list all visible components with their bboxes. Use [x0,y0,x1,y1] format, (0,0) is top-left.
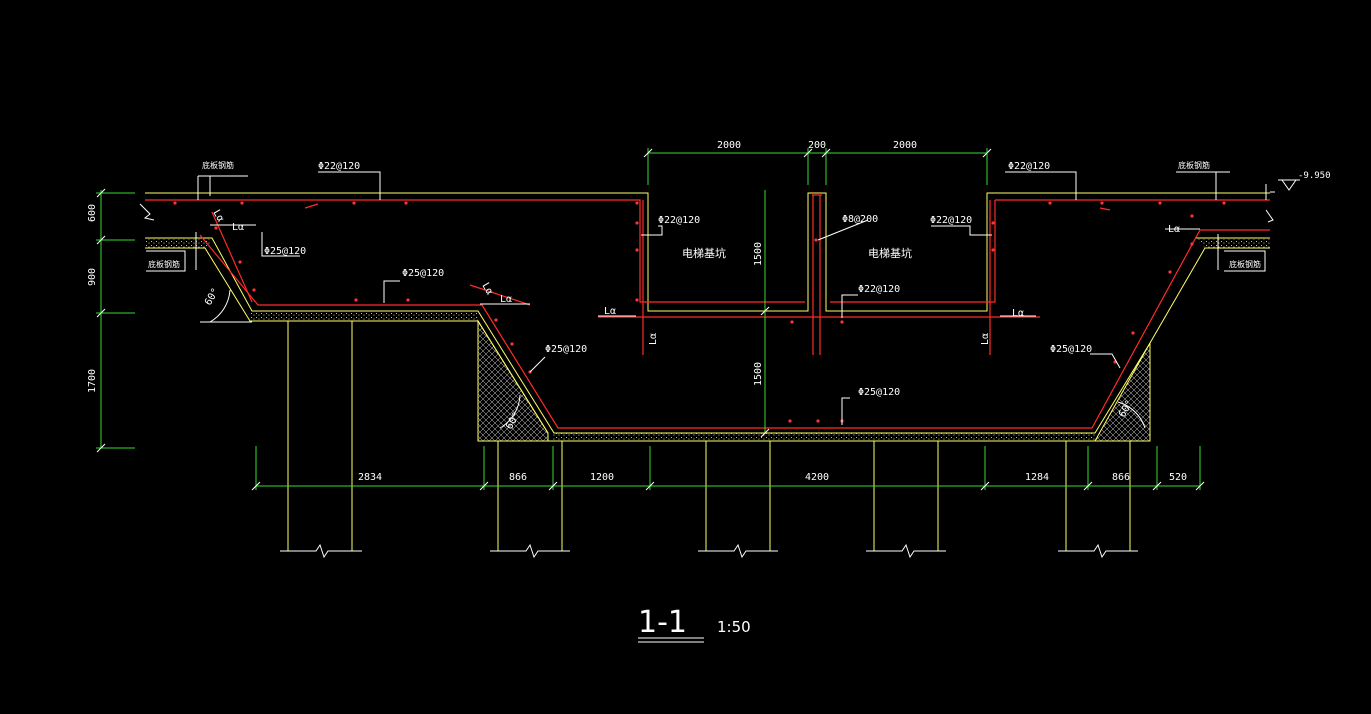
anchor-label: Lα [232,222,244,233]
anchor-label: Lα [1168,224,1180,235]
dim-top-1: 2000 [717,140,741,151]
dim-bottom-1: 2834 [358,472,382,483]
rebar-top-right: Φ22@120 [1008,161,1050,172]
anchor-label: Lα [1012,308,1024,319]
rebar-pit-right: Φ22@120 [930,215,972,226]
concrete-outline [145,192,1270,559]
rebar-slope-left-upper: Φ25@120 [264,246,306,257]
dim-left-1: 600 [87,204,98,222]
anchor-texts: Lα Lα Lα Lα Lα Lα Lα Lα Lα [210,208,1180,345]
dim-bottom-4: 4200 [805,472,829,483]
dim-vert-lower: 1500 [753,362,764,386]
dimension-texts: 2834 866 1200 4200 1284 866 520 2000 200… [87,140,1331,483]
dim-bottom-7: 520 [1169,472,1187,483]
dim-bottom-3: 1200 [590,472,614,483]
rebar-top-left: Φ22@120 [318,161,360,172]
dim-left-3: 1700 [87,369,98,393]
pit-label-right: 电梯基坑 [868,246,912,260]
leader-lines [139,171,1274,429]
slab-label-bottom-left: 底板钢筋 [148,259,180,269]
rebar-bottom-center: Φ25@120 [858,387,900,398]
rebar-slope-left-lower: Φ25@120 [545,344,587,355]
title-block: 1-1 1:50 [638,605,751,643]
rebar-lines [145,194,1270,429]
rebar-texts: Φ22@120 Φ22@120 Φ22@120 Φ22@120 Φ8@200 Φ… [264,161,1092,398]
dim-bottom-2: 866 [509,472,527,483]
section-title: 1-1 [638,605,687,640]
pit-label-left: 电梯基坑 [682,246,726,260]
rebar-step-left: Φ25@120 [402,268,444,279]
anchor-label: Lα [210,208,226,224]
slab-label-top-left: 底板钢筋 [202,160,234,170]
anchor-label: Lα [500,294,512,305]
rebar-slope-right: Φ25@120 [1050,344,1092,355]
slab-texts: 底板钢筋 底板钢筋 底板钢筋 底板钢筋 [148,160,1261,269]
pit-texts: 电梯基坑 电梯基坑 [682,246,912,260]
dimension-lines [96,148,1300,491]
anchor-label: Lα [648,333,659,345]
elevation-label: -9.950 [1298,171,1331,181]
section-scale: 1:50 [717,618,751,636]
anchor-label: Lα [604,306,616,317]
dim-top-2: 200 [808,140,826,151]
angle-label-left: 60° [203,286,222,307]
dim-bottom-5: 1284 [1025,472,1049,483]
dim-left-2: 900 [87,268,98,286]
slab-label-top-right: 底板钢筋 [1178,160,1210,170]
rebar-pit-mid: Φ8@200 [842,214,878,225]
rebar-pit-bottom: Φ22@120 [858,284,900,295]
anchor-label: Lα [980,333,991,345]
angle-texts: 60° 60° 60° [203,286,1136,431]
slab-label-bottom-right: 底板钢筋 [1229,259,1261,269]
rebar-pit-left: Φ22@120 [658,215,700,226]
dim-vert-upper: 1500 [753,242,764,266]
anchor-label: Lα [479,281,495,297]
dim-top-3: 2000 [893,140,917,151]
dim-bottom-6: 866 [1112,472,1130,483]
